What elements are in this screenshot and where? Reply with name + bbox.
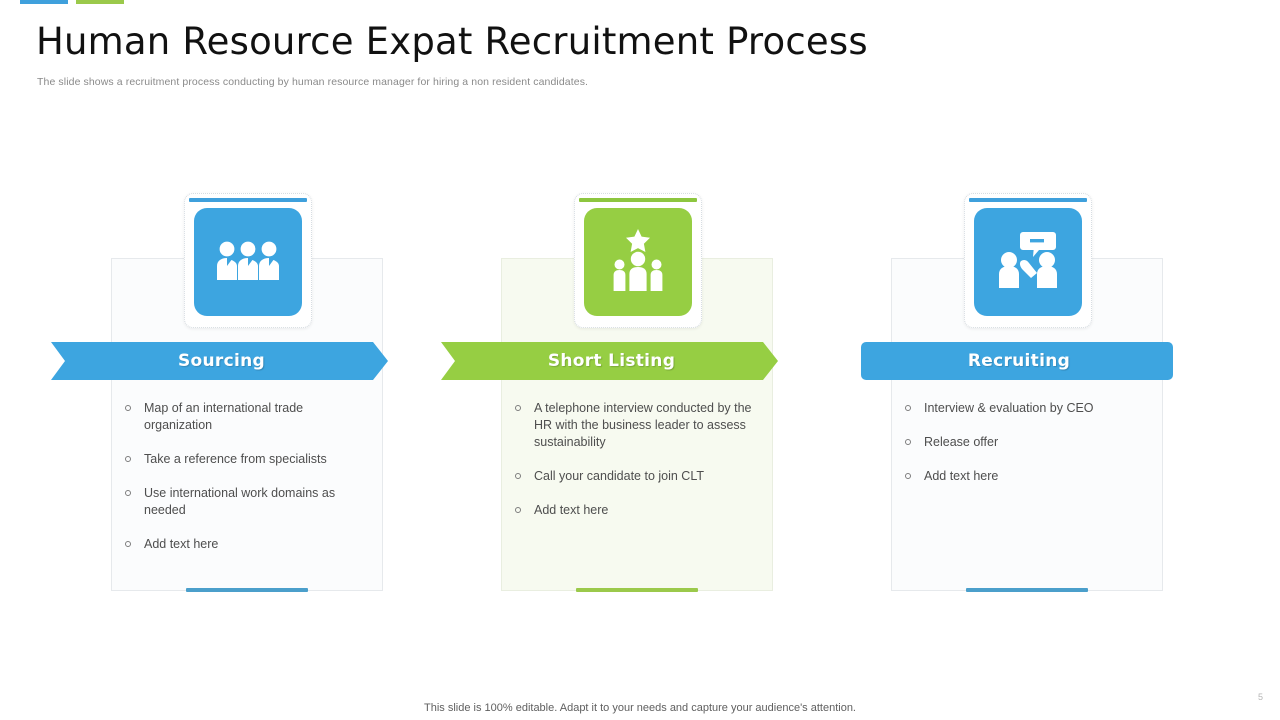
list-item: Map of an international trade organizati… <box>123 400 373 434</box>
list-item-text: Map of an international trade organizati… <box>144 401 304 432</box>
icon-frame <box>574 193 702 328</box>
bullet-marker-icon <box>515 405 521 411</box>
page-title: Human Resource Expat Recruitment Process <box>36 20 868 63</box>
stage-banner-label: Sourcing <box>178 351 265 371</box>
list-item: Release offer <box>903 434 1153 451</box>
bullet-marker-icon <box>515 507 521 513</box>
card-underline <box>966 588 1088 592</box>
icon-frame <box>184 193 312 328</box>
process-column-short-listing: Short Listing A telephone interview cond… <box>441 186 833 606</box>
list-item: Add text here <box>903 468 1153 485</box>
stage-banner-label: Recruiting <box>967 351 1071 371</box>
stage-banner[interactable]: Recruiting <box>861 342 1173 380</box>
icon-frame <box>964 193 1092 328</box>
bullet-list: Interview & evaluation by CEO Release of… <box>903 400 1153 485</box>
bullet-marker-icon <box>515 473 521 479</box>
bullet-list: Map of an international trade organizati… <box>123 400 373 553</box>
list-item: A telephone interview conducted by the H… <box>513 400 763 451</box>
icon-top-accent <box>579 198 697 202</box>
process-column-sourcing: Sourcing Map of an international trade o… <box>51 186 443 606</box>
bullet-marker-icon <box>125 405 131 411</box>
process-columns: Sourcing Map of an international trade o… <box>0 186 1280 606</box>
page-subtitle: The slide shows a recruitment process co… <box>37 75 589 88</box>
bullet-marker-icon <box>905 439 911 445</box>
star-people-icon <box>610 228 666 296</box>
bullet-marker-icon <box>125 456 131 462</box>
interview-people-icon <box>997 231 1059 293</box>
list-item: Call your candidate to join CLT <box>513 468 763 485</box>
list-item-text: Call your candidate to join CLT <box>534 469 704 483</box>
stage-banner-label: Short Listing <box>547 351 676 371</box>
list-item: Add text here <box>123 536 373 553</box>
icon-top-accent <box>969 198 1087 202</box>
bullet-marker-icon <box>125 490 131 496</box>
list-item-text: A telephone interview conducted by the H… <box>534 401 752 449</box>
icon-top-accent <box>189 198 307 202</box>
bullet-marker-icon <box>125 541 131 547</box>
list-item-text: Release offer <box>924 435 999 449</box>
accent-bar-blue <box>20 0 68 4</box>
list-item-text: Add text here <box>534 503 609 517</box>
list-item: Use international work domains as needed <box>123 485 373 519</box>
slide-header: Human Resource Expat Recruitment Process… <box>36 20 1244 88</box>
stage-banner[interactable]: Short Listing <box>441 342 778 380</box>
top-accent-bars <box>20 0 124 4</box>
card-underline <box>186 588 308 592</box>
icon-tile <box>974 208 1082 316</box>
list-item-text: Take a reference from specialists <box>144 452 327 466</box>
icon-tile <box>194 208 302 316</box>
bullet-marker-icon <box>905 473 911 479</box>
bullet-list: A telephone interview conducted by the H… <box>513 400 763 519</box>
process-column-recruiting: Recruiting Interview & evaluation by CEO… <box>833 186 1223 606</box>
bullet-marker-icon <box>905 405 911 411</box>
list-item: Interview & evaluation by CEO <box>903 400 1153 417</box>
list-item: Add text here <box>513 502 763 519</box>
list-item: Take a reference from specialists <box>123 451 373 468</box>
card-underline <box>576 588 698 592</box>
list-item-text: Use international work domains as needed <box>144 486 336 517</box>
icon-tile <box>584 208 692 316</box>
list-item-text: Interview & evaluation by CEO <box>924 401 1094 415</box>
stage-banner[interactable]: Sourcing <box>51 342 388 380</box>
three-people-icon <box>217 240 279 285</box>
accent-bar-green <box>76 0 124 4</box>
page-number: 5 <box>1257 692 1263 702</box>
list-item-text: Add text here <box>924 469 999 483</box>
list-item-text: Add text here <box>144 537 219 551</box>
footer-note: This slide is 100% editable. Adapt it to… <box>424 702 856 714</box>
